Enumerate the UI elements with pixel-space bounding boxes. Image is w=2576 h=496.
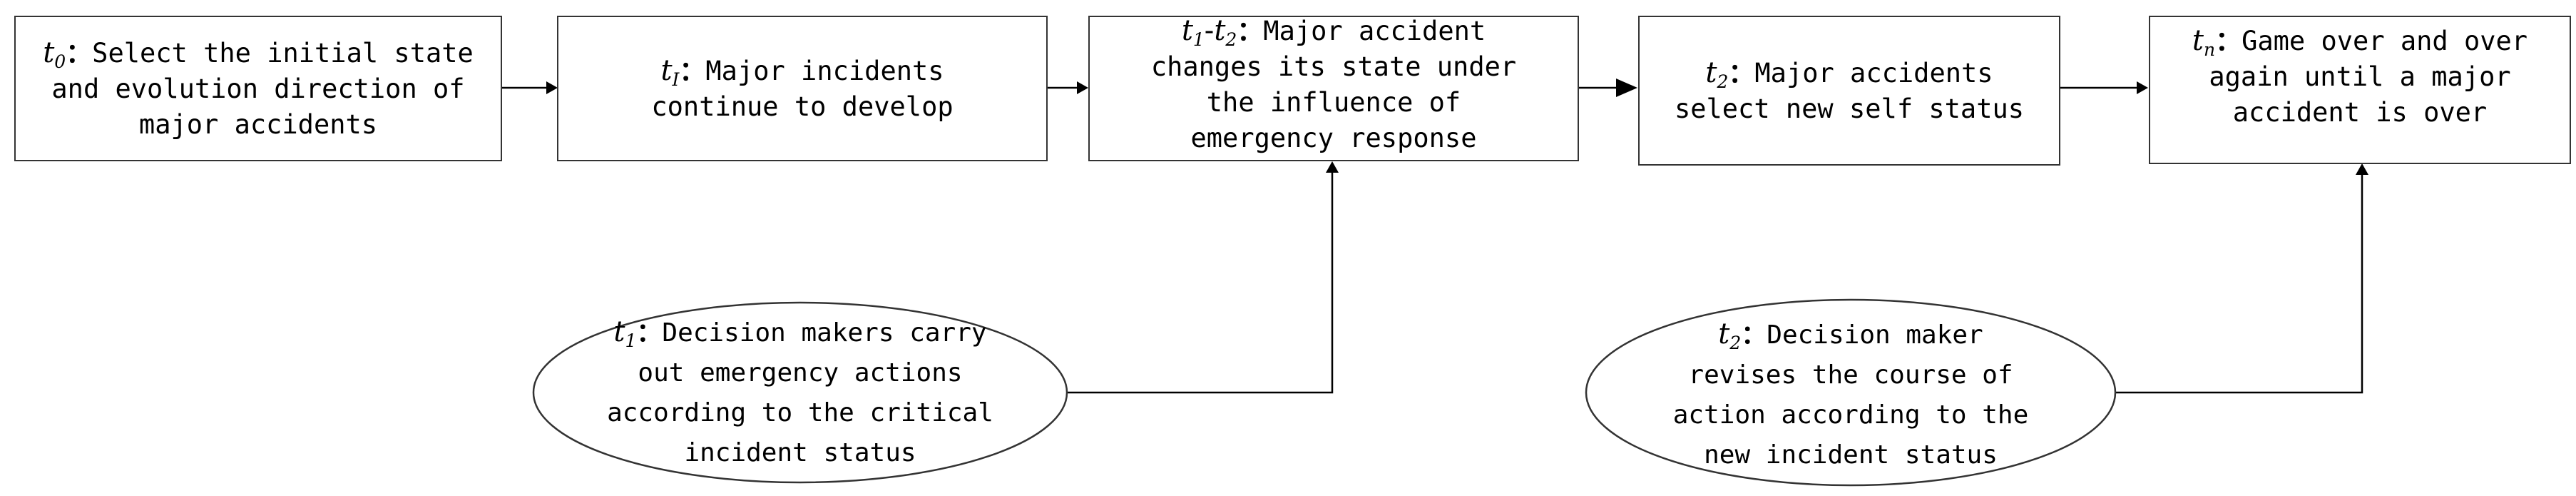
ellipse-decision-t2-line4: new incident status (1704, 440, 1998, 470)
box-t0-line2: and evolution direction of (51, 73, 465, 104)
box-t1t2-label: t1-t2 (1181, 16, 1237, 50)
ellipse-decision-t2-label: t2 (1718, 318, 1742, 353)
box-t1-label: tI (660, 54, 680, 90)
box-tn-text: tn：Game over and over again until a majo… (2192, 24, 2528, 128)
box-t1-text: tI：Major incidents continue to develop (651, 54, 954, 122)
box-t2-line2: select new self status (1674, 93, 2025, 124)
arrowhead-t0-t1 (546, 81, 558, 94)
box-t2: t2：Major accidents select new self statu… (1638, 16, 2060, 166)
arrowhead-t1-t1t2 (1077, 81, 1088, 94)
ellipse-decision-t1-line2: out emergency actions (638, 358, 963, 388)
box-t1-line1: Major incidents (705, 55, 944, 86)
box-t0-text: t0：Select the initial state and evolutio… (43, 36, 474, 140)
ellipse-decision-t1-line1: Decision makers carry (662, 318, 987, 348)
arrowhead-t2-tn (2137, 81, 2148, 94)
box-t1: tI：Major incidents continue to develop (557, 16, 1048, 161)
box-tn-line3: accident is over (2232, 97, 2488, 128)
box-t0-line3: major accidents (138, 108, 378, 140)
ellipse-decision-t1-label: t1 (613, 315, 637, 351)
box-t1t2-line2: changes its state under (1150, 51, 1517, 82)
arrow-decision-t1-to-t1t2 (1067, 173, 1334, 394)
ellipse-decision-t2-text: t2：Decision maker revises the course of … (1672, 318, 2029, 470)
arrow-decision-t2-to-tn (2115, 175, 2363, 394)
box-t2-line1: Major accidents (1754, 57, 1993, 88)
box-t0-label: t0 (43, 36, 66, 72)
box-t2-text: t2：Major accidents select new self statu… (1674, 56, 2025, 124)
box-tn: tn：Game over and over again until a majo… (2149, 16, 2571, 164)
box-t0-line1: Select the initial state (92, 37, 474, 69)
ellipse-decision-t2-line2: revises the course of (1688, 360, 2013, 390)
box-tn-line1: Game over and over (2242, 26, 2528, 56)
arrowhead-decision-t2 (2356, 163, 2368, 175)
box-t0: t0：Select the initial state and evolutio… (14, 16, 502, 161)
box-t1t2-line3: the influence of (1206, 87, 1461, 118)
ellipse-decision-t2: t2：Decision maker revises the course of … (1595, 304, 2107, 487)
arrowhead-t1t2-t2 (1616, 79, 1637, 97)
ellipse-decision-t1-line3: according to the critical (607, 398, 993, 427)
box-tn-label: tn (2192, 24, 2216, 60)
box-t1t2-text: t1-t2：Major accident changes its state u… (1150, 16, 1517, 153)
ellipse-decision-t1: t1：Decision makers carry out emergency a… (542, 304, 1058, 482)
box-t1t2: t1-t2：Major accident changes its state u… (1088, 16, 1579, 161)
arrowhead-decision-t1 (1326, 161, 1339, 173)
ellipse-decision-t2-line1: Decision maker (1767, 320, 1983, 350)
box-t1-line2: continue to develop (651, 91, 954, 122)
ellipse-decision-t1-text: t1：Decision makers carry out emergency a… (607, 315, 993, 467)
box-t2-label: t2 (1705, 56, 1729, 92)
box-t1t2-line4: emergency response (1190, 123, 1477, 153)
box-t1t2-line1: Major accident (1263, 16, 1486, 46)
box-tn-line2: again until a major (2209, 61, 2511, 92)
ellipse-decision-t1-line4: incident status (684, 438, 916, 467)
ellipse-decision-t2-line3: action according to the (1672, 400, 2029, 430)
